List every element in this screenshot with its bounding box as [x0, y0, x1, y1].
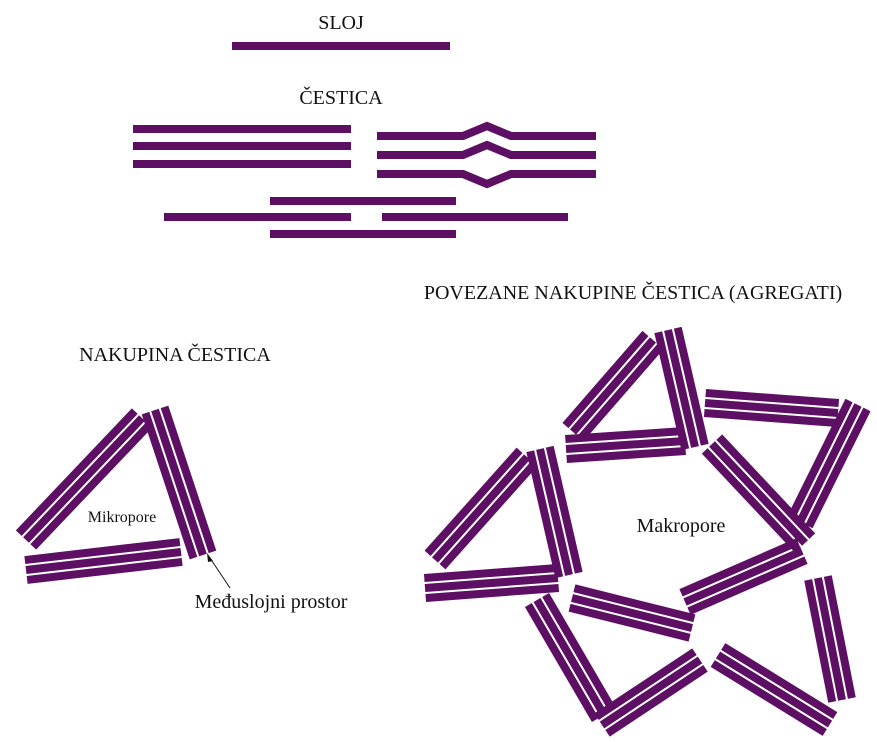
aggregate-stack-6-layer-1	[716, 434, 816, 539]
cluster-stack-a-layer-3	[15, 408, 138, 536]
aggregate-stack-4-layer-1	[705, 389, 840, 408]
aggregate-stack-8-layer-2	[536, 448, 573, 576]
macropore-label: Makropore	[637, 515, 726, 537]
aggregate-stack-2-layer-2	[664, 329, 699, 448]
aggregates-label: POVEZANE NAKUPINE ČESTICA (AGREGATI)	[424, 280, 842, 304]
aggregate-stack-15-layer-2	[814, 577, 846, 701]
aggregate-stack-3-layer-1	[565, 427, 685, 444]
aggregate-stack-8-layer-1	[545, 445, 583, 574]
aggregate-stack-9-layer-3	[425, 583, 560, 602]
cluster-stack-b-layer-3	[141, 411, 198, 560]
aggregate-stack-13-layer-1	[605, 665, 708, 737]
cluster-stack-a-layer-1	[30, 422, 153, 550]
aggregate-stack-7-layer-3	[424, 447, 523, 557]
aggregate-stack-9-layer-1	[423, 564, 558, 583]
aggregate-stack-11-layer-3	[687, 556, 808, 615]
aggregate-stack-1-layer-2	[569, 337, 657, 435]
particle-bulged-layer-3	[377, 170, 596, 189]
layers-group	[15, 42, 871, 737]
aggregate-stack-4-layer-2	[704, 399, 839, 417]
aggregate-stack-13-layer-3	[594, 648, 697, 720]
aggregate-stack-11-layer-2	[683, 547, 804, 606]
cluster-label: NAKUPINA ČESTICA	[79, 342, 271, 366]
cluster-stack-b-layer-1	[160, 405, 217, 554]
cluster-stack-c-layer-3	[26, 557, 183, 584]
aggregate-stack-14-layer-3	[710, 660, 827, 736]
aggregate-stack-12-layer-2	[533, 597, 608, 718]
layer-label: SLOJ	[318, 12, 364, 34]
aggregate-stack-12-layer-3	[524, 603, 599, 723]
aggregate-stack-3-layer-2	[565, 437, 686, 453]
micropore-label: Mikropore	[88, 509, 156, 526]
aggregate-stack-5-layer-1	[805, 407, 871, 529]
aggregate-stack-1-layer-1	[577, 343, 664, 442]
aggregate-stack-13-layer-2	[599, 656, 703, 729]
aggregate-stack-6-layer-3	[701, 448, 801, 553]
cluster-stack-b-layer-2	[151, 408, 207, 557]
aggregate-stack-3-layer-3	[566, 446, 686, 463]
interlayer-arrowhead	[207, 553, 213, 562]
aggregate-stack-2-layer-1	[673, 326, 709, 446]
aggregate-stack-5-layer-3	[787, 398, 853, 520]
aggregate-stack-1-layer-3	[562, 330, 649, 429]
aggregate-stack-15-layer-3	[804, 579, 837, 703]
aggregate-stack-8-layer-3	[526, 450, 564, 579]
interlayer-space-label: Međuslojni prostor	[195, 591, 348, 613]
cluster-stack-a-layer-2	[23, 415, 145, 543]
cluster-stack-c-layer-2	[25, 548, 182, 574]
aggregate-stack-14-layer-2	[715, 651, 833, 728]
aggregate-stack-12-layer-1	[542, 592, 617, 712]
interlayer-leader-line	[209, 557, 231, 589]
aggregate-stack-5-layer-2	[796, 403, 862, 524]
particle-label: ČESTICA	[299, 85, 383, 109]
aggregate-stack-10-layer-1	[573, 584, 696, 623]
aggregate-stack-7-layer-2	[432, 454, 530, 563]
aggregate-stack-15-layer-1	[823, 575, 856, 699]
aggregate-stack-6-layer-2	[709, 441, 808, 546]
aggregate-stack-4-layer-3	[703, 408, 838, 427]
aggregate-stack-14-layer-1	[721, 643, 838, 719]
aggregate-stack-7-layer-1	[439, 460, 538, 570]
aggregate-stack-10-layer-2	[571, 594, 693, 632]
particle-bulged-layer-2	[377, 140, 596, 159]
cluster-stack-c-layer-1	[24, 538, 181, 565]
aggregate-stack-9-layer-2	[424, 574, 559, 592]
aggregate-stack-10-layer-3	[568, 603, 691, 642]
particle-bulged-layer-1	[377, 121, 596, 140]
aggregate-stack-11-layer-1	[679, 538, 800, 597]
